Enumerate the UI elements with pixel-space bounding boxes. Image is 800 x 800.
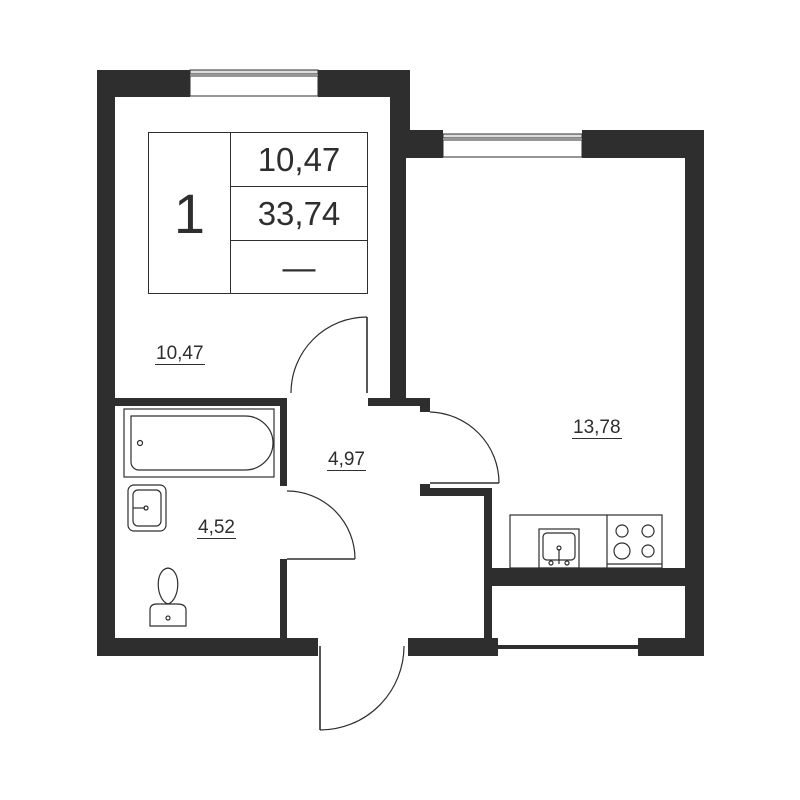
kitchen-area-label: 13,78 [572, 417, 622, 439]
toilet-icon [149, 567, 187, 627]
kitchen-sink-icon [538, 528, 580, 569]
living-area-value: 10,47 [231, 133, 367, 187]
hallway-area-label: 4,97 [327, 449, 366, 471]
walls [97, 70, 704, 656]
window-kitchen [442, 133, 583, 158]
door-kitchen [429, 411, 500, 484]
door-bathroom [286, 490, 356, 560]
stove-icon [613, 524, 655, 560]
rooms-count: 1 [149, 133, 231, 293]
bathtub-icon [123, 408, 275, 478]
balcony-area-value: — [282, 248, 316, 286]
door-entrance [319, 645, 405, 731]
total-area-value: 33,74 [231, 187, 367, 241]
window-left-room [189, 69, 319, 97]
room-area-label: 10,47 [155, 343, 205, 365]
bathroom-sink-icon [127, 484, 167, 532]
apartment-info-box: 1 10,47 33,74 — [148, 132, 368, 294]
door-room [290, 316, 368, 394]
kitchen-counter [509, 514, 663, 569]
bathroom-area-label: 4,52 [197, 517, 236, 539]
